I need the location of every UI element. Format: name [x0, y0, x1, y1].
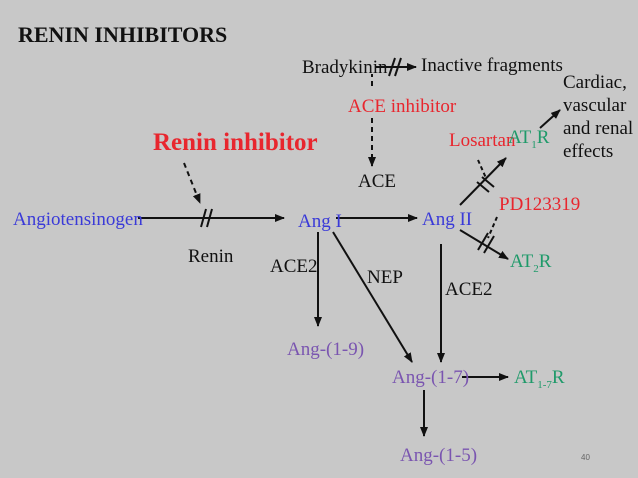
block-mark-pd123319 [477, 232, 495, 254]
block-mark-losartan [476, 176, 495, 193]
page-number: 40 [581, 453, 590, 462]
node-bradykinin: Bradykinin [302, 57, 388, 78]
slide-title: RENIN INHIBITORS [18, 22, 228, 47]
node-ace-inhibitor: ACE inhibitor [348, 96, 457, 117]
node-ang-ii: Ang II [422, 209, 473, 230]
block-mark-renin [200, 208, 213, 228]
node-pd123319: PD123319 [499, 194, 581, 215]
arrow-at1r-effects [539, 109, 561, 129]
effects-line-4: effects [563, 141, 614, 162]
node-at17r: AT1-7R [514, 367, 565, 391]
node-effects: Cardiac, vascular and renal effects [563, 71, 633, 163]
node-ang-1-5: Ang-(1-5) [400, 445, 478, 466]
node-angiotensinogen: Angiotensinogen [13, 209, 143, 230]
node-at2r: AT2R [510, 251, 552, 275]
label-ace2-right: ACE2 [445, 279, 493, 300]
node-renin-inhibitor: Renin inhibitor [153, 129, 318, 156]
node-renin: Renin [188, 246, 234, 267]
label-nep: NEP [367, 267, 403, 288]
node-ang-1-7: Ang-(1-7) [392, 367, 470, 388]
node-inactive-fragments: Inactive fragments [421, 55, 563, 76]
node-losartan: Losartan [449, 130, 516, 151]
arrow-renin-inhibitor [183, 162, 201, 204]
arrow-angi-ang17 [332, 231, 413, 363]
block-mark-bradykinin [388, 57, 402, 77]
arrow-angii-at2r [459, 229, 509, 260]
arrow-angii-at1r [459, 157, 507, 206]
effects-line-2: vascular [563, 95, 627, 116]
link-pd123319 [487, 216, 498, 239]
node-ang-1-9: Ang-(1-9) [287, 339, 365, 360]
node-at1r: AT1R [508, 127, 550, 151]
node-ace: ACE [358, 171, 396, 192]
node-ang-i: Ang I [298, 211, 342, 232]
link-losartan [477, 159, 487, 179]
effects-line-1: Cardiac, [563, 72, 627, 93]
label-ace2-left: ACE2 [270, 256, 318, 277]
effects-line-3: and renal [563, 118, 634, 139]
